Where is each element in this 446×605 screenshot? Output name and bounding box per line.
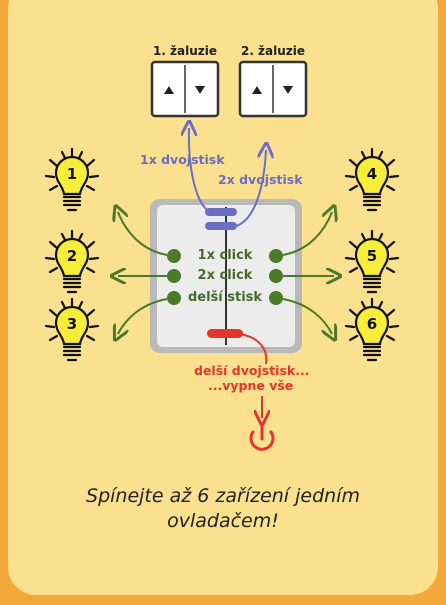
dot-left-3 (167, 291, 181, 305)
main-switch (150, 199, 302, 353)
dot-left-1 (167, 249, 181, 263)
dot-right-1 (269, 249, 283, 263)
double-press-mark-1 (205, 208, 237, 216)
arrow-to-bulb-3 (118, 298, 168, 334)
bulb-icon: 5 (344, 229, 400, 294)
action-label-3: delší stisk (187, 290, 263, 305)
slogan-line-1: Spínejte až 6 zařízení jedním (86, 485, 360, 507)
bulb-number: 3 (67, 315, 77, 333)
arrow-up-icon (164, 86, 174, 94)
double-press-mark-2 (205, 222, 237, 230)
arrow-down-icon (195, 86, 205, 94)
arrow-to-blind-1 (189, 128, 211, 213)
long-double-press-mark (207, 329, 243, 338)
double-press-1-label: 1x dvojstisk (140, 152, 225, 167)
dot-left-2 (167, 269, 181, 283)
arrow-down-icon (283, 86, 293, 94)
blind-switch-2 (238, 60, 308, 118)
arrow-to-power (239, 333, 268, 365)
arrow-to-bulb-1 (118, 212, 168, 256)
arrow-to-blind-2 (235, 150, 266, 227)
bulb-icon: 2 (44, 229, 100, 294)
arrow-to-bulb-4 (282, 212, 332, 256)
slogan-line-2: ovladačem! (167, 510, 279, 532)
dot-right-2 (269, 269, 283, 283)
double-press-2-label: 2x dvojstisk (218, 172, 303, 187)
bulb-number: 2 (67, 247, 77, 265)
off-label-2: ...vypne vše (208, 378, 294, 393)
bulb-icon: 4 (344, 147, 400, 212)
power-icon (249, 422, 275, 451)
action-label-2: 2x click (197, 268, 253, 283)
slogan: Spínejte až 6 zařízení jedním ovladačem! (0, 484, 446, 534)
bulb-icon: 6 (344, 297, 400, 362)
arrow-up-icon (252, 86, 262, 94)
blind-1-label: 1. žaluzie (152, 44, 218, 58)
bulb-icon: 3 (44, 297, 100, 362)
bulb-number: 5 (367, 247, 377, 265)
blind-2-label: 2. žaluzie (240, 44, 306, 58)
arrow-to-bulb-6 (282, 298, 332, 334)
off-label-1: delší dvojstisk... (194, 363, 310, 378)
dot-right-3 (269, 291, 283, 305)
action-label-1: 1x click (197, 248, 253, 263)
bulb-number: 4 (367, 165, 377, 183)
bulb-number: 6 (367, 315, 377, 333)
bulb-icon: 1 (44, 147, 100, 212)
blind-switch-1 (150, 60, 220, 118)
bulb-number: 1 (67, 165, 77, 183)
